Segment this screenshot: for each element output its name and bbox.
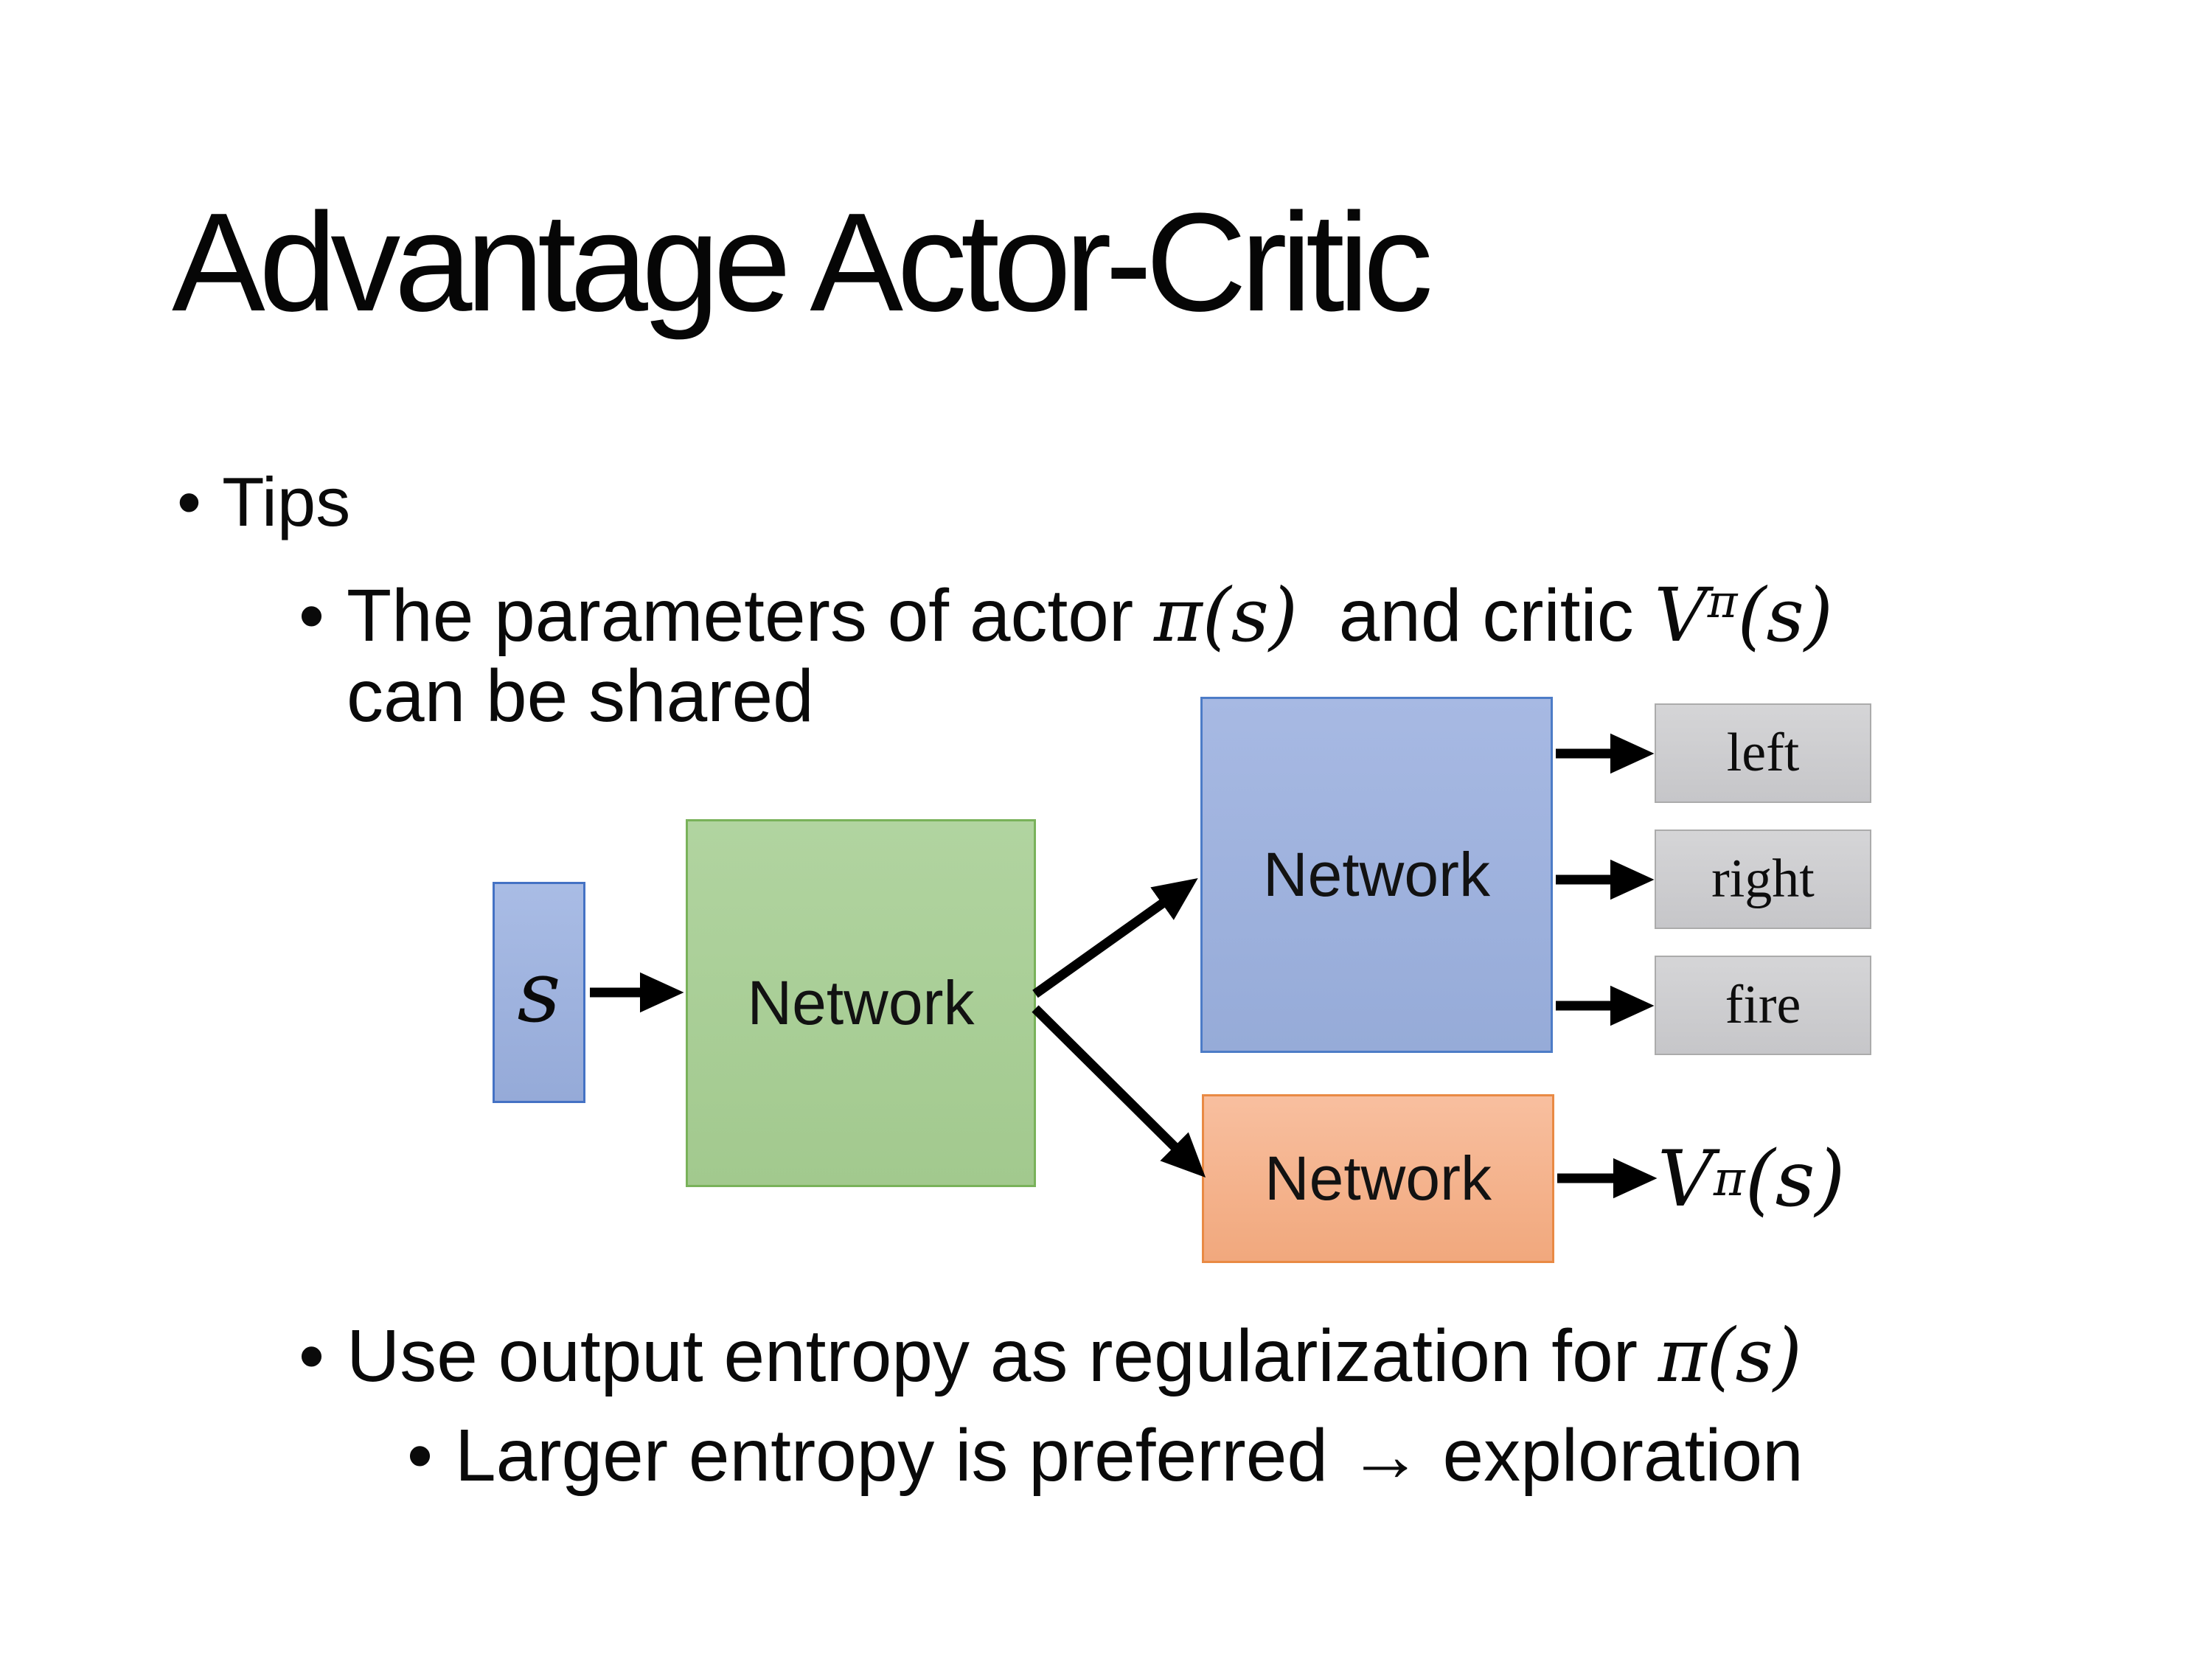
actor-network-label: Network (1262, 840, 1491, 909)
page-title: Advantage Actor-Critic (172, 184, 1433, 341)
action-label-right: right (1711, 849, 1815, 909)
shared-text: can be shared (347, 655, 814, 737)
tips-label: Tips (222, 463, 351, 540)
shared-network-label: Network (747, 968, 975, 1037)
bullet-icon: • (407, 1414, 434, 1497)
bullet-line-entropy: • Use output entropy as regularization fo… (299, 1310, 1802, 1402)
bullet-line-parameters: • The parameters of actor π(s) and critic… (299, 569, 1833, 662)
critic-network-box: Network (1202, 1094, 1554, 1263)
action-label-left: left (1726, 723, 1800, 783)
exploration-text: Larger entropy is preferred → exploratio… (455, 1414, 1804, 1497)
bullet-line-shared: can be shared (347, 650, 814, 742)
bullet-line-tips: • Tips (177, 459, 350, 546)
shared-network-box: Network (686, 819, 1036, 1187)
value-output-base: V (1658, 1134, 1714, 1224)
state-label: s (517, 943, 561, 1042)
action-box-right: right (1655, 830, 1871, 929)
entropy-policy-math: π(s) (1658, 1312, 1802, 1399)
arrow-shared-to-critic (1032, 1005, 1206, 1178)
entropy-text: Use output entropy as regularization for (347, 1315, 1658, 1397)
action-box-left: left (1655, 703, 1871, 803)
critic-value-math-sup: π (1707, 574, 1738, 628)
value-output-sup: π (1713, 1151, 1745, 1207)
actor-policy-math: π(s) (1153, 572, 1298, 658)
critic-value-math-base: V (1654, 572, 1708, 658)
parameters-text-1: The parameters of actor (347, 574, 1154, 657)
value-output-tail: (s) (1745, 1134, 1846, 1224)
critic-network-label: Network (1264, 1144, 1492, 1213)
action-box-fire: fire (1655, 956, 1871, 1055)
state-input-box: s (493, 882, 585, 1103)
bullet-icon: • (177, 463, 201, 540)
bullet-icon: • (299, 1315, 325, 1397)
parameters-text-2: and critic (1298, 574, 1655, 657)
critic-value-math-tail: (s) (1737, 572, 1833, 658)
bullet-icon: • (299, 574, 325, 657)
actor-network-box: Network (1200, 697, 1553, 1053)
action-label-fire: fire (1725, 975, 1801, 1035)
bullet-line-exploration: • Larger entropy is preferred → explorati… (407, 1410, 1804, 1502)
arrow-shared-to-actor (1032, 877, 1198, 998)
